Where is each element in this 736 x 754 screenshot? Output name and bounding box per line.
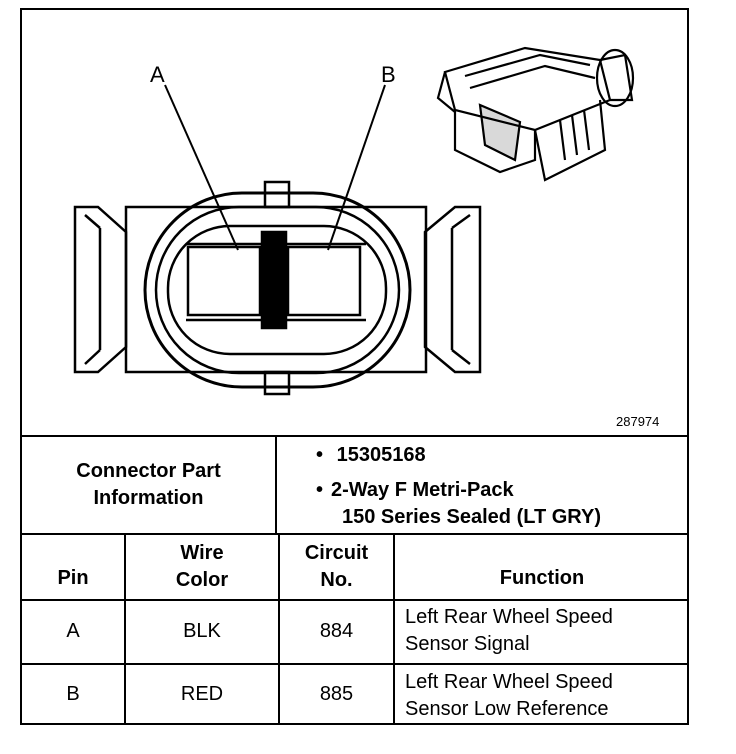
row-a-pin: A — [66, 620, 80, 642]
connector-info-label-line1: Connector Part — [76, 460, 221, 482]
row-a-wire-color: BLK — [183, 620, 221, 642]
row-b-function-line1: Left Rear Wheel Speed — [405, 671, 613, 693]
row-b-pin: B — [66, 683, 80, 705]
outer-seal-ring — [143, 191, 412, 389]
row-b-circuit: 885 — [319, 683, 354, 705]
callout-line-b — [327, 84, 386, 251]
row-b-function: Left Rear Wheel Speed Sensor Low Referen… — [405, 669, 613, 723]
row-a-circuit: 884 — [319, 620, 354, 642]
row-a-function-line2: Sensor Signal — [405, 633, 530, 655]
header-circuit-line1: Circuit — [304, 542, 369, 564]
header-pin: Pin — [57, 567, 89, 589]
col-divider-1 — [124, 533, 126, 725]
connector-isometric-view — [436, 46, 635, 182]
header-wire-color-line1: Wire — [180, 542, 224, 564]
part-number: 15305168 — [336, 444, 426, 466]
row-a-function-line1: Left Rear Wheel Speed — [405, 606, 613, 628]
pin-label-a: A — [150, 62, 165, 87]
row-b-wire-color: RED — [180, 683, 224, 705]
header-circuit-line2: No. — [320, 569, 353, 591]
terminal-cavity-a — [186, 245, 262, 317]
pin-label-b: B — [381, 62, 396, 87]
row-divider — [20, 663, 689, 665]
bullet: • — [316, 444, 324, 466]
terminal-cavity-b — [286, 245, 362, 317]
info-bottom-border — [20, 533, 689, 535]
bullet: • — [316, 479, 324, 501]
row-a-function: Left Rear Wheel Speed Sensor Signal — [405, 604, 613, 658]
connector-description: • 2-Way F Metri-Pack 150 Series Sealed (L… — [316, 477, 601, 531]
part-number-line: • 15305168 — [316, 442, 426, 468]
connector-face-view — [73, 84, 482, 396]
figure-number: 287974 — [616, 414, 659, 429]
center-divider — [260, 230, 288, 330]
col-divider-2 — [278, 533, 280, 725]
header-wire-color: Wire Color — [126, 540, 278, 594]
bottom-latch — [263, 370, 291, 396]
table-top-border — [20, 435, 689, 437]
middle-seal-ring — [154, 205, 401, 375]
description-line2: 150 Series Sealed (LT GRY) — [342, 506, 601, 528]
info-divider — [275, 435, 277, 534]
description-line1: 2-Way F Metri-Pack — [331, 479, 514, 501]
col-divider-3 — [393, 533, 395, 725]
header-wire-color-line2: Color — [175, 569, 229, 591]
row-b-function-line2: Sensor Low Reference — [405, 698, 609, 720]
header-bottom-border — [20, 599, 689, 601]
header-circuit: Circuit No. — [280, 540, 393, 594]
callout-line-a — [164, 84, 239, 251]
inner-cavity — [166, 224, 388, 356]
connector-info-label-line2: Information — [93, 487, 204, 509]
diagram-frame — [20, 8, 689, 725]
connector-info-label: Connector Part Information — [22, 458, 275, 512]
header-function: Function — [499, 567, 585, 589]
